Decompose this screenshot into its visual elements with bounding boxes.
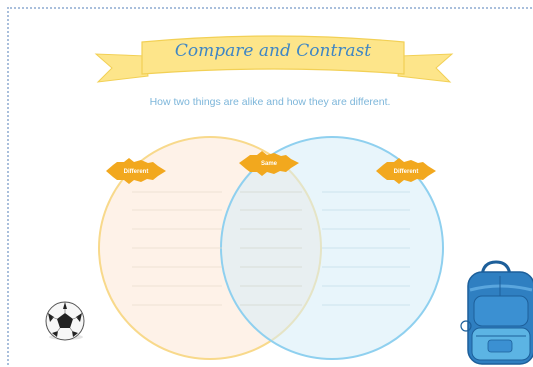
left-writing-lines — [132, 191, 222, 306]
title-banner: Compare and Contrast — [94, 35, 454, 83]
label-center-same: Same — [261, 161, 278, 167]
soccer-ball-icon — [45, 301, 85, 341]
backpack-icon — [460, 260, 533, 365]
center-writing-lines — [240, 191, 302, 306]
badge-center-same: Same — [239, 151, 299, 176]
label-right-different: Different — [394, 169, 419, 175]
badge-right-different: Different — [376, 158, 436, 184]
page-title: Compare and Contrast — [175, 41, 371, 61]
venn-diagram — [98, 136, 444, 360]
label-left-different: Different — [124, 169, 149, 175]
page-subtitle: How two things are alike and how they ar… — [150, 96, 391, 108]
dotted-page-frame — [7, 7, 533, 367]
right-writing-lines — [322, 191, 410, 306]
badge-left-different: Different — [106, 158, 166, 184]
